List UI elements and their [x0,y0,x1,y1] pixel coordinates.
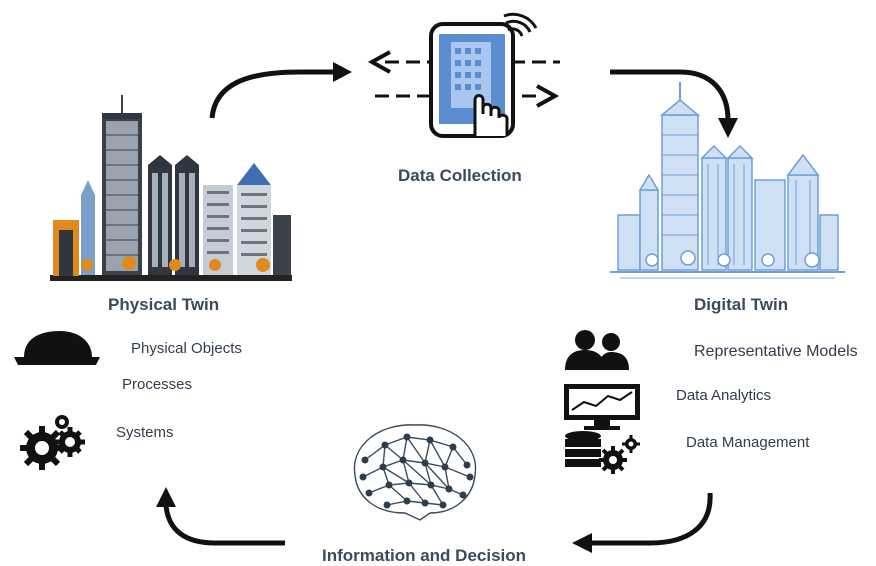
physical-item-processes: Processes [122,376,193,393]
digital-item-management: Data Management [686,434,810,451]
physical-item-systems: Systems [116,424,174,441]
information-decision-label: Information and Decision [322,546,527,565]
tablet-icon [429,22,515,138]
digital-item-analytics: Data Analytics [676,387,772,404]
monitor-chart-icon [564,384,640,430]
brain-network-icon [353,424,477,521]
physical-twin-label: Physical Twin [108,295,220,314]
digital-item-models: Representative Models [694,343,858,360]
data-collection-label: Data Collection [398,166,522,185]
users-icon [565,330,629,370]
database-icon [565,431,640,474]
physical-item-objects: Physical Objects [131,340,242,357]
digital-city-image [610,82,845,279]
physical-city-image [50,95,292,281]
digital-twin-label: Digital Twin [694,295,789,314]
gears-icon [20,415,85,470]
wifi-icon [503,12,538,37]
hard-hat-icon [14,331,100,365]
